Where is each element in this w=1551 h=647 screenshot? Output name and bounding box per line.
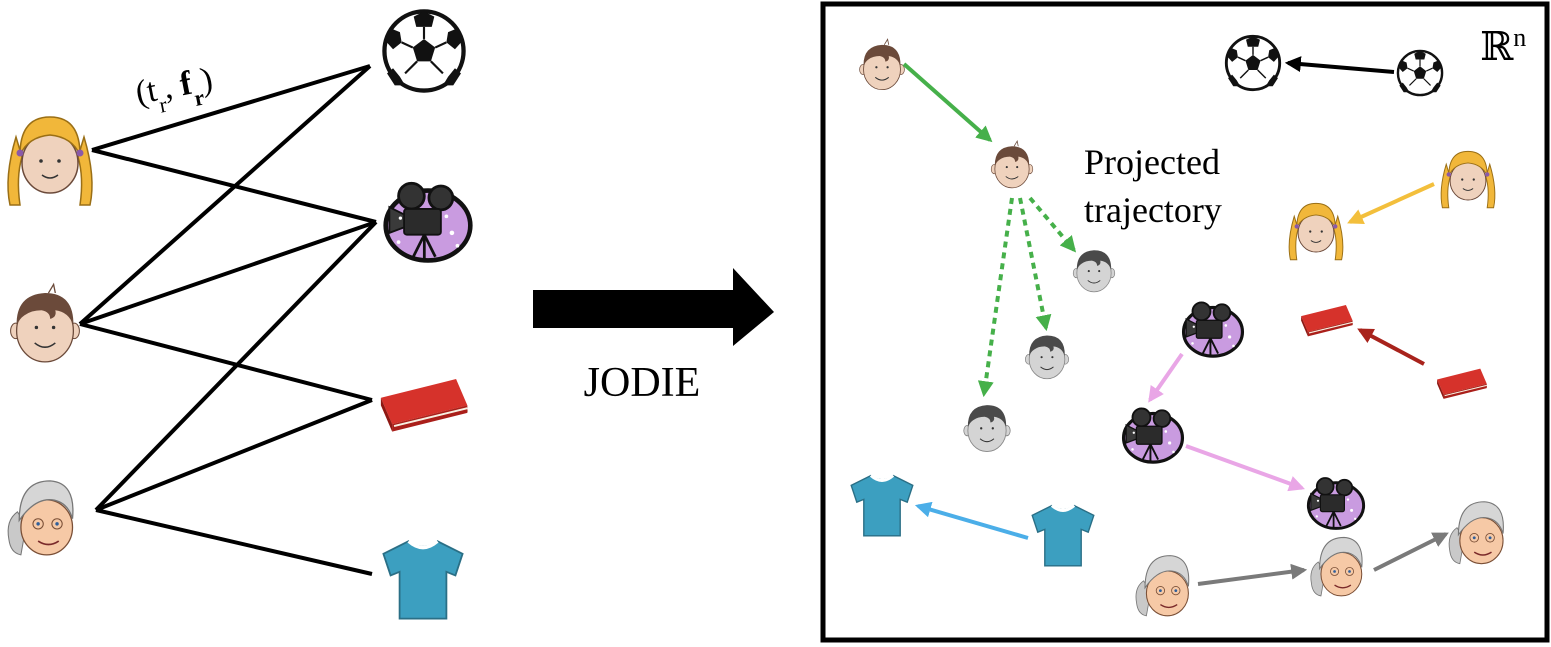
- book-icon: [379, 377, 469, 433]
- edge-label-comma: ,: [160, 67, 184, 107]
- movie-camera-icon: [386, 183, 471, 260]
- boy-projected-1-icon: [1072, 249, 1116, 293]
- embedding-space-box: [820, 1, 1550, 643]
- book-trajectory-arrow: [1357, 328, 1425, 366]
- projection-arrow-2: [1018, 197, 1052, 332]
- edge-feature-label: (tr, fr): [132, 61, 217, 121]
- boy-trajectory-arrow: [902, 62, 993, 143]
- projection-arrow-3: [977, 197, 1014, 398]
- boy-face-icon: [9, 283, 81, 363]
- soccer-ball-icon: [384, 11, 463, 90]
- interaction-edge-grandma-shirt: [95, 508, 373, 576]
- book-new-icon: [1300, 304, 1354, 338]
- ball-trajectory-arrow: [1284, 56, 1395, 74]
- girl-new-icon: [1288, 202, 1344, 261]
- interaction-edge-grandma-camera: [94, 220, 378, 512]
- trajectory-label-line1: Projected: [1084, 142, 1220, 182]
- book-old-icon: [1436, 367, 1488, 400]
- camera-2-icon: [1121, 406, 1185, 465]
- camera-1-icon: [1181, 300, 1245, 358]
- interaction-edge-boy-book: [79, 322, 373, 402]
- interaction-edges: [78, 64, 378, 576]
- boy-projected-3-icon: [963, 404, 1011, 453]
- camera-3-icon: [1306, 476, 1366, 531]
- grandma-1-icon: [1135, 554, 1190, 617]
- grandma-face-icon: [7, 479, 74, 556]
- shirt-old-icon: [1030, 504, 1096, 568]
- girl-face-icon: [7, 116, 93, 206]
- interaction-edge-girl-ball: [91, 64, 371, 152]
- interaction-edge-boy-camera: [79, 220, 377, 326]
- big-right-arrow: [533, 268, 774, 346]
- space-exponent: n: [1513, 23, 1526, 52]
- space-symbol: ℝ: [1480, 24, 1514, 70]
- girl-old-icon: [1440, 150, 1496, 209]
- interaction-edge-boy-ball: [78, 64, 372, 326]
- projection-arrow-1: [1028, 196, 1077, 253]
- camera-trajectory-arrow-2: [1185, 444, 1306, 492]
- grandma-trajectory-arrow-2: [1373, 532, 1449, 572]
- grandma-2-icon: [1310, 536, 1363, 597]
- trajectory-label-line2: trajectory: [1084, 190, 1222, 230]
- girl-trajectory-arrow: [1347, 182, 1435, 225]
- space-label: ℝn: [1480, 23, 1526, 71]
- method-label: JODIE: [584, 360, 701, 406]
- interaction-edge-grandma-book: [95, 398, 373, 512]
- grandma-trajectory-arrow-1: [1197, 563, 1308, 586]
- grandma-3-icon: [1448, 501, 1505, 565]
- tshirt-icon: [383, 541, 462, 618]
- soccer-ball-new-icon: [1224, 34, 1282, 92]
- shirt-trajectory-arrow: [914, 501, 1029, 540]
- soccer-ball-old-icon: [1396, 49, 1444, 97]
- camera-trajectory-arrow-1: [1148, 352, 1184, 403]
- boy-current-icon: [990, 140, 1034, 189]
- boy-projected-2-icon: [1024, 335, 1070, 380]
- boy-start-icon: [859, 38, 905, 91]
- shirt-new-icon: [849, 474, 915, 538]
- edge-label-open: (t: [132, 71, 160, 111]
